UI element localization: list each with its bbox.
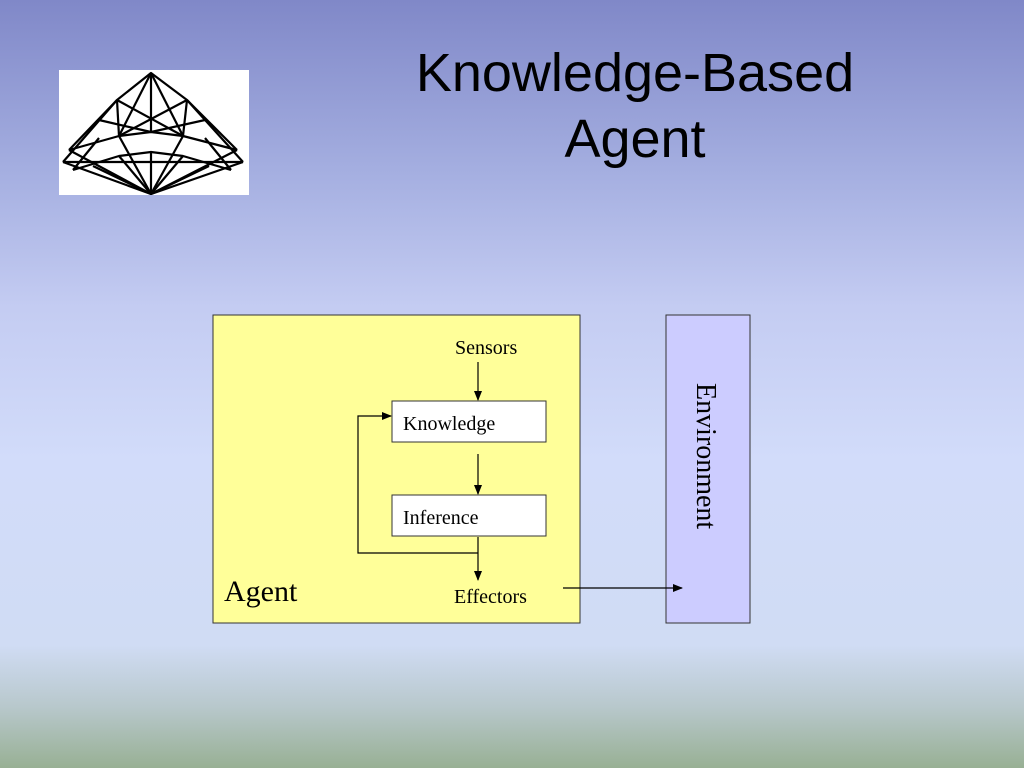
diamond-wireframe-icon xyxy=(62,71,244,195)
agent-box xyxy=(212,314,581,624)
slide-title-line-2: Agent xyxy=(564,109,706,169)
effectors-label: Effectors xyxy=(454,586,527,608)
knowledge-label: Knowledge xyxy=(403,413,495,435)
environment-label: Environment xyxy=(690,383,721,529)
inference-box xyxy=(391,494,547,537)
environment-box xyxy=(665,314,751,624)
slide-title-line-1: Knowledge-Based xyxy=(415,43,855,103)
inference-label: Inference xyxy=(403,507,479,529)
knowledge-box xyxy=(391,400,547,443)
agent-label: Agent xyxy=(224,575,298,608)
logo-image xyxy=(59,70,249,195)
feedback-loop-arrow xyxy=(357,412,478,554)
slide-title: Knowledge-Based Agent xyxy=(330,40,940,172)
sensors-label: Sensors xyxy=(455,337,517,359)
